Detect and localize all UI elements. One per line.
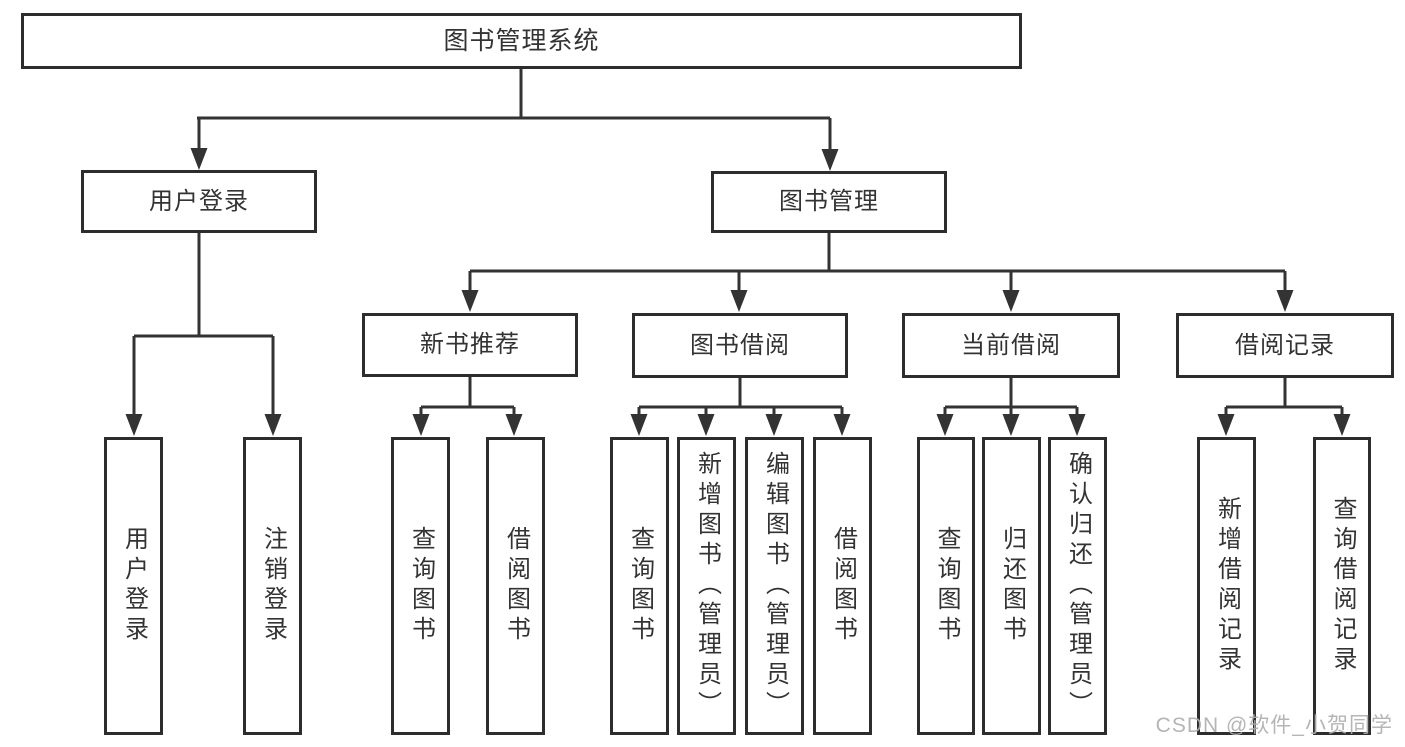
csdn-watermark: CSDN @软件_小贺同学 — [1155, 714, 1393, 737]
node-book-borrowing: 图书借阅 — [632, 313, 848, 378]
node-library-system-label: 图书管理系统 — [443, 26, 600, 55]
node-new-book-recommendation: 新书推荐 — [362, 313, 578, 377]
node-leaf-borrow-books-recommend: 借阅图书 — [486, 437, 545, 735]
arrowheads — [125, 148, 1351, 436]
node-user-login-label: 用户登录 — [149, 187, 249, 215]
node-leaf-borrow-books-recommend-label: 借阅图书 — [502, 526, 530, 646]
node-leaf-query-books-recommend: 查询图书 — [391, 437, 450, 735]
node-current-borrowing: 当前借阅 — [902, 313, 1120, 378]
node-leaf-user-login: 用户登录 — [104, 437, 163, 735]
connector-segments — [132, 69, 1344, 417]
node-leaf-add-book-admin-label: 新增图书（管理员） — [693, 451, 721, 721]
node-leaf-query-books-recommend-label: 查询图书 — [407, 526, 435, 646]
node-leaf-edit-book-admin-label: 编辑图书（管理员） — [761, 451, 789, 721]
node-leaf-query-books-current: 查询图书 — [917, 437, 975, 735]
node-leaf-edit-book-admin: 编辑图书（管理员） — [745, 437, 804, 735]
node-leaf-borrow-books-borrowing: 借阅图书 — [813, 437, 872, 735]
node-leaf-query-books-borrowing: 查询图书 — [610, 437, 669, 735]
node-leaf-add-book-admin: 新增图书（管理员） — [677, 437, 736, 735]
node-leaf-return-books-label: 归还图书 — [998, 526, 1026, 646]
node-leaf-logout-label: 注销登录 — [259, 526, 287, 646]
node-leaf-query-books-borrowing-label: 查询图书 — [626, 526, 654, 646]
node-leaf-query-books-current-label: 查询图书 — [933, 526, 960, 646]
node-leaf-add-borrow-record-label: 新增借阅记录 — [1213, 496, 1241, 676]
node-leaf-borrow-books-borrowing-label: 借阅图书 — [829, 526, 857, 646]
node-leaf-user-login-label: 用户登录 — [120, 526, 148, 646]
node-book-management: 图书管理 — [711, 171, 947, 233]
node-borrowing-records-label: 借阅记录 — [1235, 331, 1335, 359]
node-leaf-return-books: 归还图书 — [982, 437, 1041, 735]
node-leaf-query-borrow-record: 查询借阅记录 — [1313, 437, 1371, 735]
node-book-borrowing-label: 图书借阅 — [690, 331, 790, 359]
node-current-borrowing-label: 当前借阅 — [961, 331, 1061, 359]
node-borrowing-records: 借阅记录 — [1176, 313, 1394, 378]
node-book-management-label: 图书管理 — [779, 188, 879, 215]
node-leaf-add-borrow-record: 新增借阅记录 — [1197, 437, 1256, 735]
node-user-login: 用户登录 — [81, 170, 317, 233]
node-new-book-recommendation-label: 新书推荐 — [420, 331, 520, 358]
node-leaf-confirm-return-admin-label: 确认归还（管理员） — [1064, 451, 1092, 721]
node-leaf-confirm-return-admin: 确认归还（管理员） — [1048, 437, 1107, 735]
node-leaf-query-borrow-record-label: 查询借阅记录 — [1329, 496, 1356, 676]
node-leaf-logout: 注销登录 — [243, 437, 302, 735]
node-library-system: 图书管理系统 — [21, 13, 1022, 69]
